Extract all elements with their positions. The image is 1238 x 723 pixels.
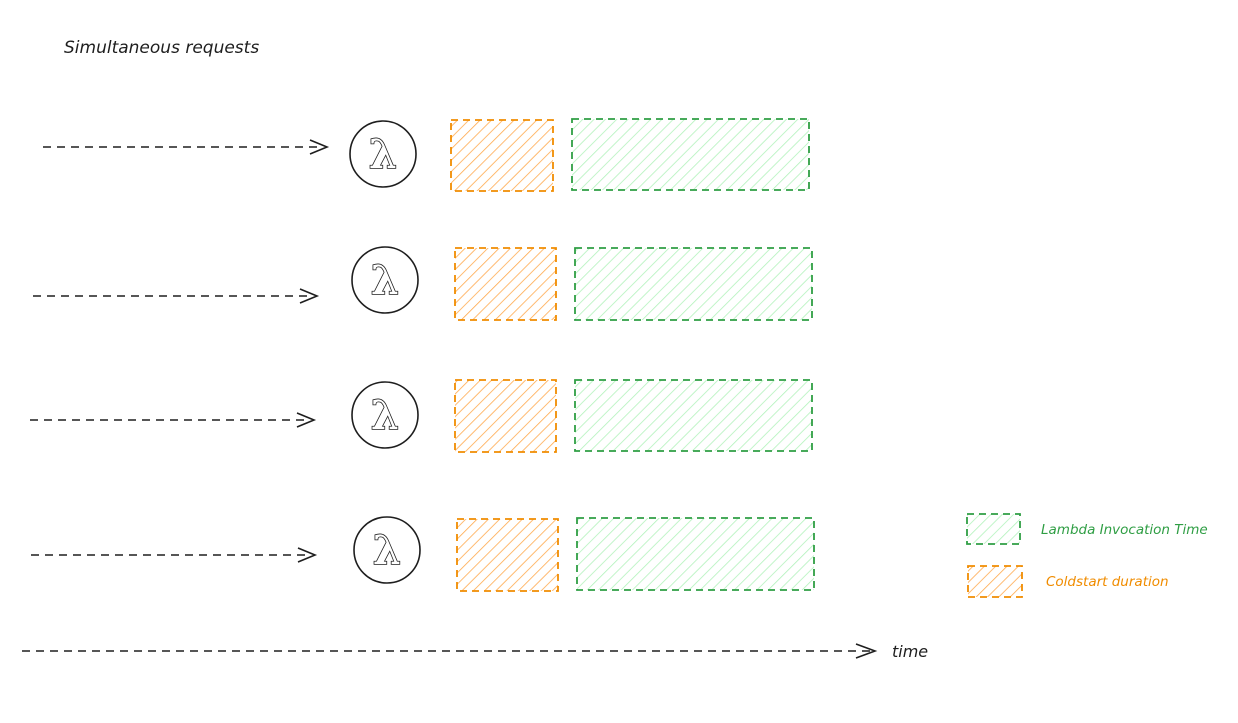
legend-label-invocation: Lambda Invocation Time — [1041, 522, 1208, 538]
legend-label-coldstart: Coldstart duration — [1046, 574, 1169, 590]
legend-item-invocation: Lambda Invocation Time — [966, 513, 1208, 545]
legend-swatch-coldstart — [967, 565, 1023, 598]
arrow-head-icon — [855, 643, 878, 659]
legend-item-coldstart: Coldstart duration — [967, 565, 1169, 598]
diagram-title: Simultaneous requests — [64, 38, 259, 58]
lambda-icon: λ — [349, 120, 417, 188]
arrow-head-icon — [309, 139, 330, 155]
lambda-icon: λ — [351, 246, 419, 314]
lambda-symbol: λ — [371, 257, 399, 304]
coldstart-duration-bar — [450, 119, 554, 192]
coldstart-duration-bar — [456, 518, 559, 592]
lambda-symbol: λ — [369, 131, 397, 178]
request-row-4: λ — [31, 516, 815, 592]
lambda-icon: λ — [353, 516, 421, 584]
arrow-head-icon — [297, 547, 318, 563]
invocation-time-bar — [574, 379, 813, 452]
legend: Lambda Invocation Time Coldstart duratio… — [966, 513, 1208, 598]
time-axis: time — [22, 642, 928, 661]
arrow-head-icon — [299, 288, 320, 304]
request-row-3: λ — [30, 379, 813, 453]
lambda-symbol: λ — [373, 527, 401, 574]
invocation-time-bar — [574, 247, 813, 321]
invocation-time-bar — [576, 517, 815, 591]
lambda-symbol: λ — [371, 392, 399, 439]
coldstart-duration-bar — [454, 379, 557, 453]
arrow-head-icon — [296, 412, 317, 428]
invocation-time-bar — [571, 118, 810, 191]
legend-swatch-invocation — [966, 513, 1021, 545]
time-axis-label: time — [892, 642, 928, 661]
request-row-2: λ — [33, 246, 813, 321]
lambda-icon: λ — [351, 381, 419, 449]
request-row-1: λ — [43, 118, 810, 192]
coldstart-duration-bar — [454, 247, 557, 321]
